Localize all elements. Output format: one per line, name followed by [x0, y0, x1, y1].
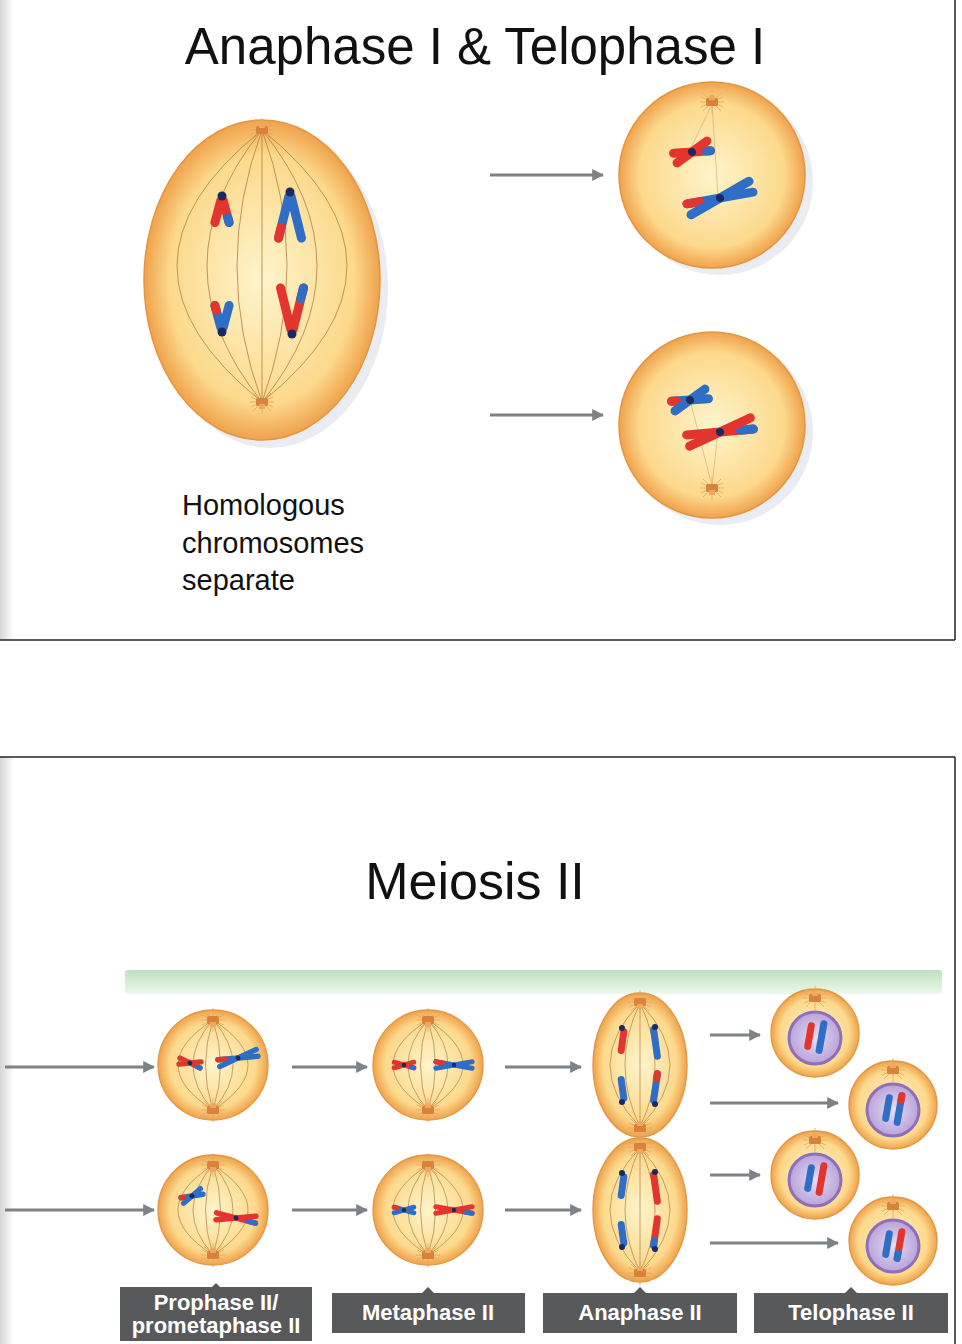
stage-label: Anaphase II: [578, 1301, 701, 1324]
stage-label: Telophase II: [788, 1301, 914, 1324]
stage-label-group: Anaphase II: [578, 1301, 701, 1324]
slide-title: Anaphase I & Telophase I: [0, 16, 950, 77]
stage-label: Metaphase II: [362, 1301, 494, 1324]
annotation-text: Homologous chromosomes separate: [182, 487, 397, 600]
stage-label-box: Prophase II/ prometaphase II: [120, 1287, 312, 1341]
stage-label-group: Prophase II/ prometaphase II: [124, 1291, 308, 1337]
slide-title: Meiosis II: [0, 850, 950, 912]
stage-label-box: Telophase II: [754, 1293, 948, 1333]
stage-label-group: Telophase II: [788, 1301, 914, 1324]
stage-label-group: Metaphase II: [362, 1301, 494, 1324]
stage-label: Prophase II/ prometaphase II: [124, 1291, 308, 1337]
stage-label-box: Anaphase II: [543, 1293, 737, 1333]
stage-label-box: Metaphase II: [332, 1293, 525, 1333]
